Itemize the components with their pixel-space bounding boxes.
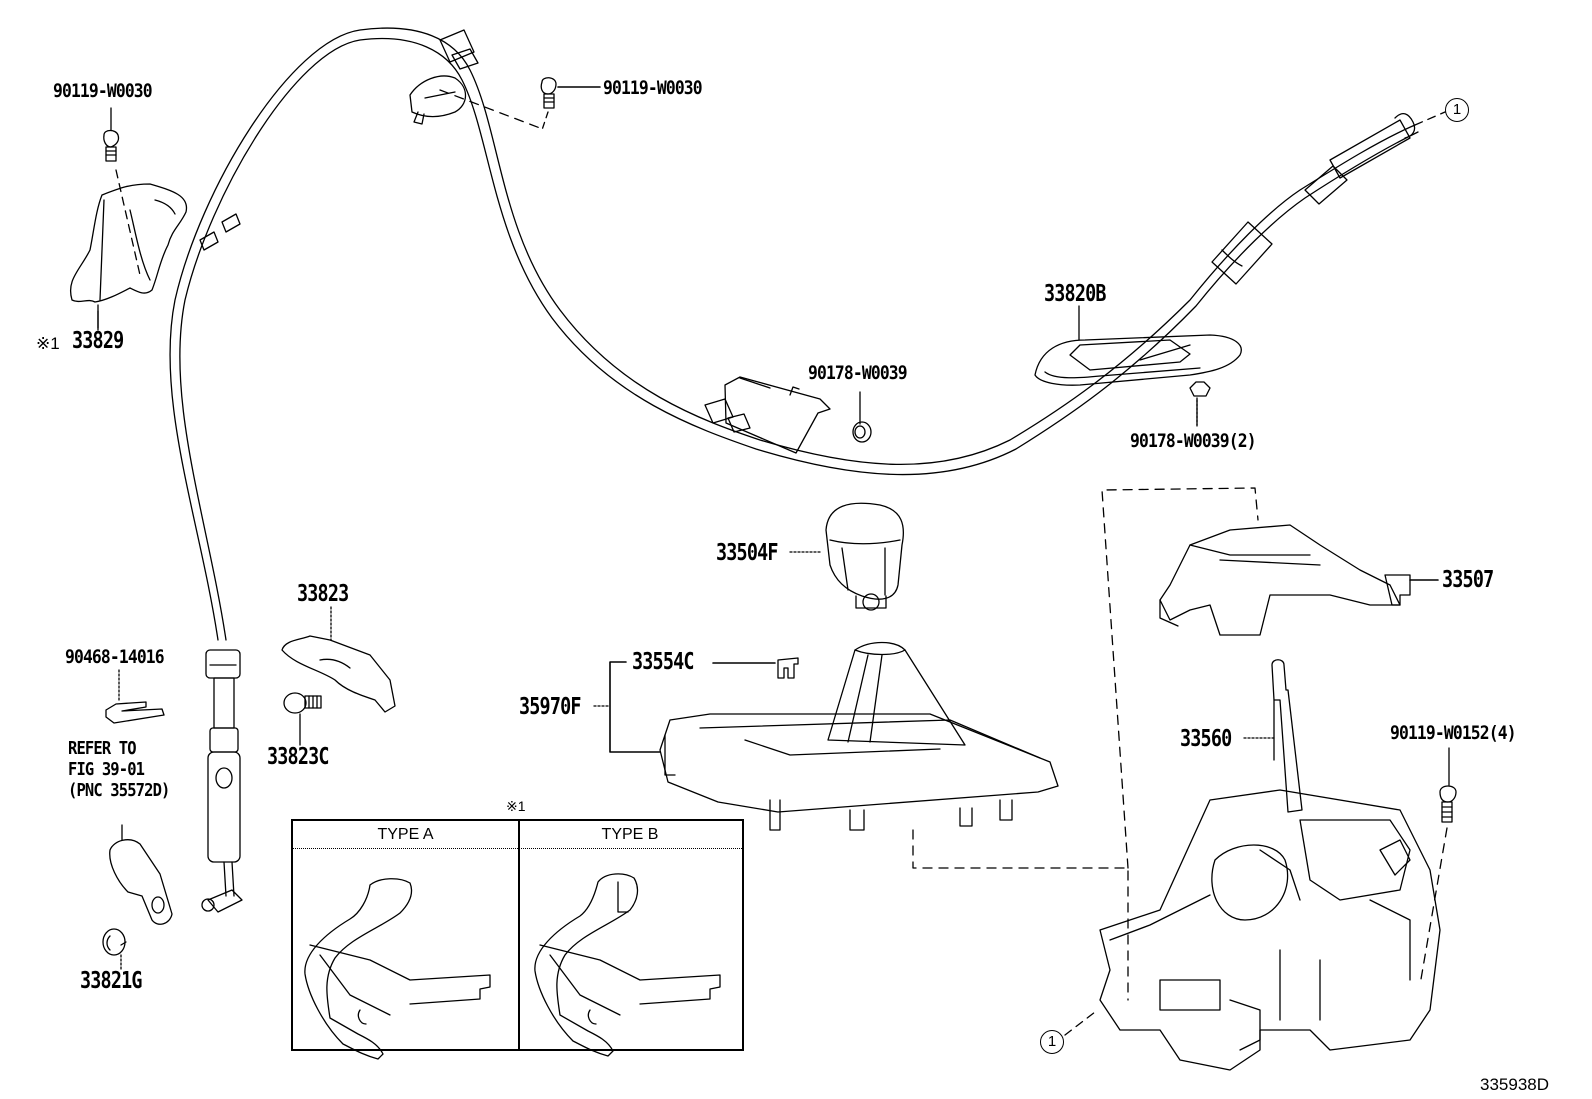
cable-bracket-top-drawing <box>410 76 540 128</box>
clip-right-drawing <box>1190 382 1210 425</box>
reference-note-line1: REFER TO <box>68 738 137 759</box>
label-cable-33820B[interactable]: 33820B <box>1044 281 1106 307</box>
shift-knob-drawing <box>790 503 903 610</box>
label-bolt-33823C[interactable]: 33823C <box>267 744 329 770</box>
label-bolt-top-center[interactable]: 90119-W0030 <box>603 77 703 99</box>
connector-leader-bottom <box>1065 1012 1095 1035</box>
plate-33823-drawing <box>282 607 395 712</box>
clip-33554C-drawing <box>713 658 798 678</box>
cable-bracket-mid-drawing <box>725 377 830 453</box>
connector-marker-bottom: 1 <box>1040 1030 1064 1054</box>
cable-plate-33820B-drawing <box>1035 306 1241 385</box>
label-shift-lever-33560[interactable]: 33560 <box>1180 726 1232 752</box>
shift-housing-drawing <box>660 643 1058 831</box>
reference-note-line2: FIG 39-01 <box>68 759 145 780</box>
shift-cable <box>170 28 1418 912</box>
connector-leader-top <box>1415 112 1445 125</box>
cover-33507-drawing <box>1160 525 1438 635</box>
housing-cover-dashed-link <box>913 830 1128 1000</box>
type-b-bracket-drawing <box>535 874 720 1056</box>
shift-base-assembly-drawing <box>1100 790 1440 1070</box>
label-clip-right[interactable]: 90178-W0039(2) <box>1130 430 1257 452</box>
washer-90468-drawing <box>106 670 164 723</box>
reference-note: REFER TO FIG 39-01 (PNC 35572D) <box>68 738 170 801</box>
shift-lever-drawing <box>1244 660 1302 812</box>
bracket-33829-drawing <box>71 184 187 302</box>
label-washer-90468[interactable]: 90468-14016 <box>65 646 165 668</box>
label-clip-33554C[interactable]: 33554C <box>632 649 694 675</box>
variant-table-title: ※1 <box>506 798 526 814</box>
label-housing-35970F[interactable]: 35970F <box>519 694 581 720</box>
cover-dashed-link <box>1102 488 1258 868</box>
reference-note-line3: (PNC 35572D) <box>68 780 170 801</box>
variant-type-a-header: TYPE A <box>293 821 518 849</box>
type-a-bracket-drawing <box>305 879 490 1059</box>
label-33829-prefix: ※1 <box>36 334 60 353</box>
bolt-right-drawing <box>1420 748 1456 985</box>
label-cover-33507[interactable]: 33507 <box>1442 567 1494 593</box>
link-part-drawing <box>110 825 172 924</box>
label-knob-33504F[interactable]: 33504F <box>716 540 778 566</box>
diagram-ref-code: 335938D <box>1480 1075 1550 1094</box>
label-bracket-33829[interactable]: 33829 <box>72 328 124 354</box>
bolt-top-center-drawing <box>541 78 600 130</box>
bolt-top-left-drawing <box>98 108 140 330</box>
variant-type-b-header: TYPE B <box>518 821 742 849</box>
clip-center-drawing <box>853 392 871 442</box>
variant-table: TYPE A TYPE B <box>291 819 744 1051</box>
label-bolt-right[interactable]: 90119-W0152(4) <box>1390 722 1517 744</box>
housing-leader-lines <box>594 662 660 752</box>
label-clip-center[interactable]: 90178-W0039 <box>808 362 908 384</box>
connector-marker-top: 1 <box>1445 98 1469 122</box>
bolt-33823C-drawing <box>284 693 321 745</box>
label-nut-33821G[interactable]: 33821G <box>80 968 142 994</box>
nut-33821G-drawing <box>103 929 126 970</box>
label-bolt-top-left[interactable]: 90119-W0030 <box>53 80 153 102</box>
label-plate-33823[interactable]: 33823 <box>297 581 349 607</box>
variant-table-divider <box>518 821 520 1049</box>
